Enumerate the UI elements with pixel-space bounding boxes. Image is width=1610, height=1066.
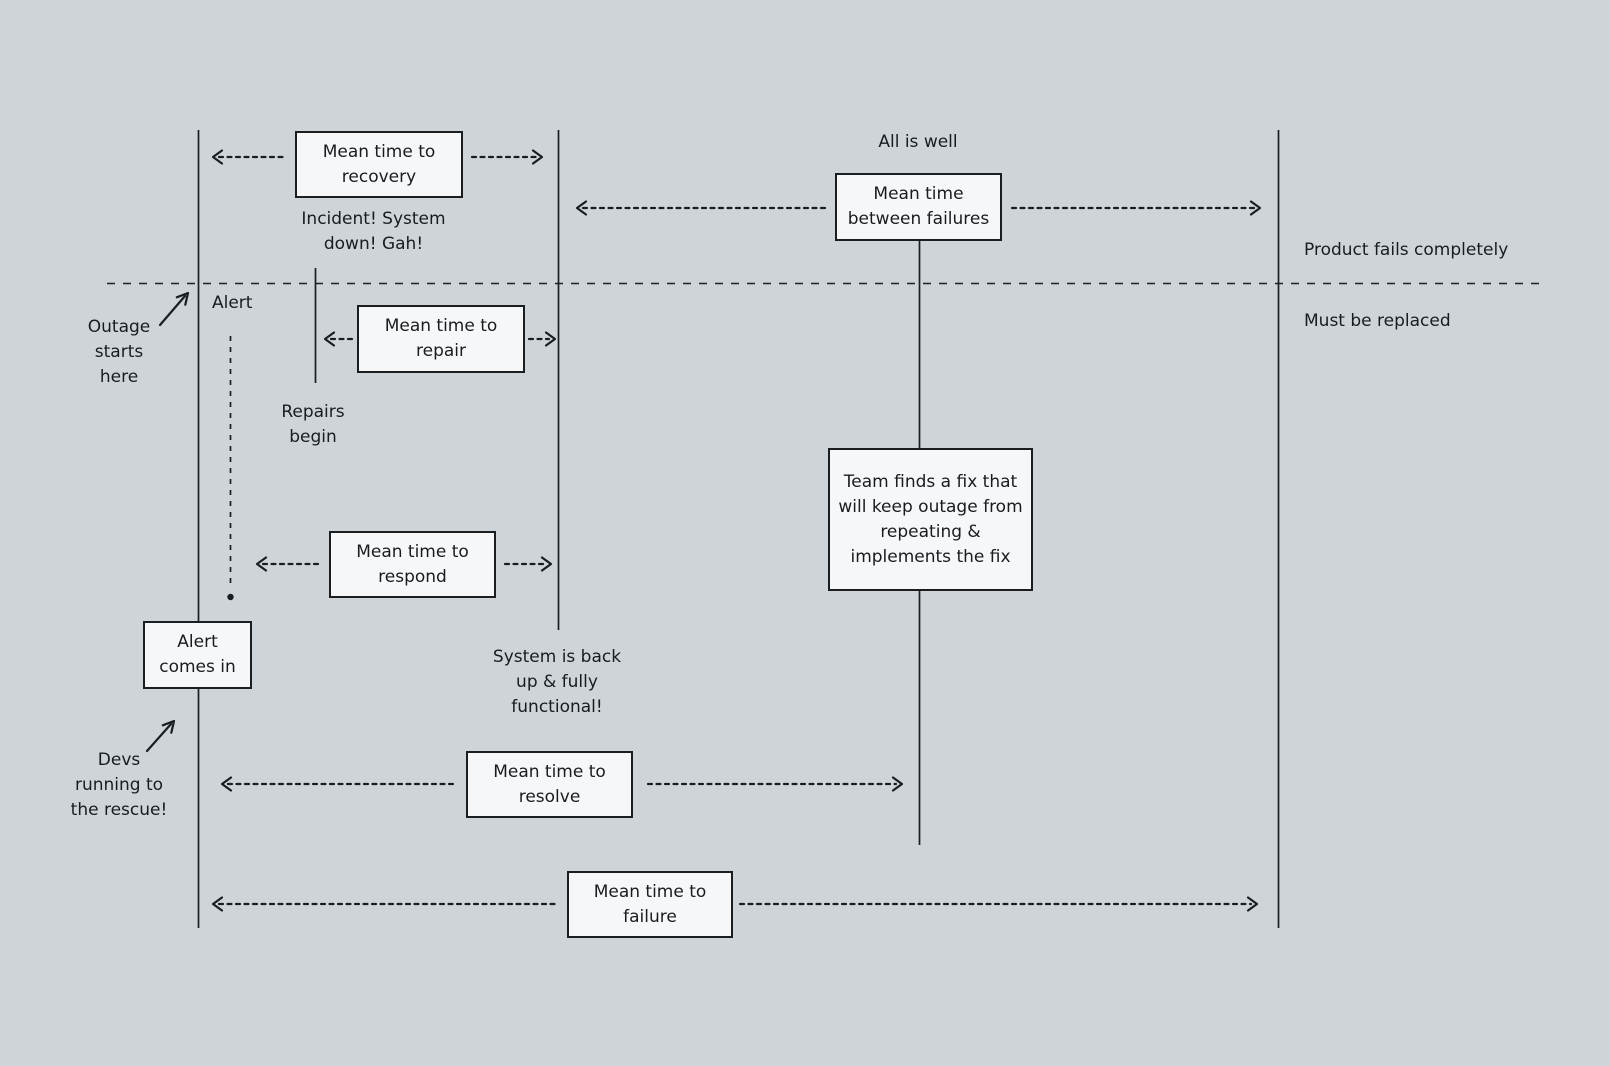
- outage-pointer-arrow: [158, 291, 190, 327]
- product-fails-label: Product fails completely: [1304, 240, 1509, 260]
- recovery-arrow-left: [211, 149, 288, 165]
- resolve-box-label: Mean time to: [493, 761, 606, 782]
- recovery-box: Mean time to recovery: [295, 131, 463, 198]
- outage-starts-here-label: Outage starts here: [87, 317, 151, 387]
- respond-arrow-right: [503, 556, 553, 572]
- failure-box: Mean time to failure: [567, 871, 733, 938]
- alert-comes-in-label: Alert: [177, 632, 218, 652]
- alert-endpoint-dot: [227, 593, 234, 601]
- alert-comes-in-box: Alert comes in: [143, 621, 252, 689]
- respond-box-label: Mean time to: [356, 541, 469, 562]
- devs-rescue-label: Devs running to the rescue!: [70, 750, 168, 820]
- failure-box-label: Mean time to: [593, 881, 707, 902]
- recovery-box-label: Mean time to: [322, 141, 436, 162]
- mtbf-arrow-right: [1010, 200, 1262, 216]
- respond-box: Mean time to respond: [329, 531, 496, 598]
- team-fix-box: Team finds a fix that will keep outage f…: [828, 448, 1033, 591]
- mtbf-arrow-left: [575, 200, 827, 216]
- repair-box-label: Mean time to: [384, 316, 498, 336]
- repair-arrow-left: [323, 331, 355, 347]
- respond-arrow-left: [255, 556, 322, 572]
- resolve-arrow-left: [220, 776, 458, 792]
- failure-arrow-right: [738, 896, 1259, 912]
- system-back-label: System is back up & fully functional!: [492, 647, 622, 717]
- incident-label: Incident! System down! Gah!: [301, 209, 446, 254]
- repairs-begin-label: Repairs begin: [281, 402, 345, 447]
- mtbf-box: Mean time between failures: [835, 173, 1002, 241]
- all-is-well-label: All is well: [878, 132, 958, 152]
- repair-arrow-right: [527, 331, 557, 347]
- failure-arrow-left: [211, 896, 560, 912]
- devs-pointer-arrow: [145, 719, 176, 753]
- alert-label: Alert: [212, 293, 253, 313]
- recovery-arrow-right: [470, 149, 544, 165]
- must-be-replaced-label: Must be replaced: [1304, 311, 1451, 331]
- team-fix-label: Team finds a fix that: [843, 471, 1018, 492]
- mtbf-box-label: Mean time: [873, 184, 964, 204]
- resolve-arrow-right: [646, 776, 904, 792]
- resolve-box: Mean time to resolve: [466, 751, 633, 818]
- repair-box: Mean time to repair: [357, 305, 525, 373]
